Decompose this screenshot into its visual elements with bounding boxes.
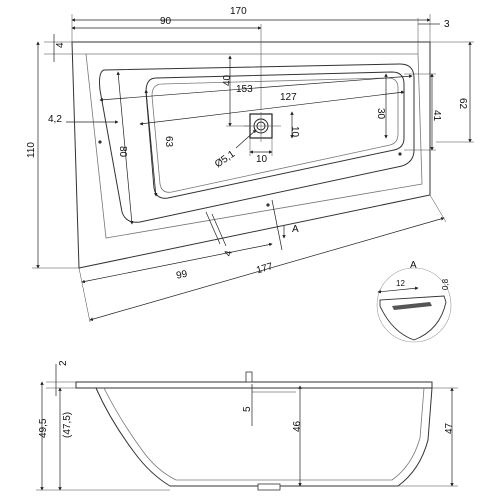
- dim-4-2: 4,2: [48, 114, 62, 125]
- dim-2: 2: [58, 360, 69, 366]
- dim-46: 46: [292, 420, 303, 432]
- dim-drain-diameter: Ø5,1: [213, 149, 237, 171]
- dim-47: 47: [444, 422, 455, 434]
- detail-A-label: A: [410, 260, 417, 271]
- dim-40: 40: [222, 74, 233, 86]
- dim-153: 153: [236, 84, 253, 95]
- dim-10-horizontal: 10: [256, 154, 268, 165]
- dim-63: 63: [163, 136, 174, 148]
- side-view: 2 49,5 (47,5) 5 46 47: [36, 360, 458, 491]
- section-mark-A: A: [292, 224, 299, 235]
- dim-62: 62: [457, 98, 468, 110]
- dim-49-5: 49,5: [38, 418, 49, 438]
- rim-inner-line: [85, 53, 423, 239]
- dim-110: 110: [26, 142, 37, 158]
- dim-41: 41: [431, 110, 442, 122]
- top-view: 170 90 3 4 110 4,2 153 127 40: [26, 6, 474, 323]
- detail-A-dim-0-8: 0,8: [441, 278, 450, 290]
- dim-10-vertical: 10: [289, 126, 300, 138]
- dim-99: 99: [175, 269, 188, 282]
- side-rim: [75, 381, 433, 389]
- dim-3: 3: [444, 19, 450, 30]
- side-body: [95, 387, 433, 487]
- dim-5: 5: [242, 406, 253, 412]
- dim-127: 127: [280, 92, 297, 103]
- dim-80: 80: [117, 146, 128, 158]
- detail-A-dim-12: 12: [396, 279, 405, 288]
- detail-A: A 12 0,8: [376, 260, 452, 343]
- dim-47-5: (47,5): [62, 412, 73, 438]
- dim-90: 90: [160, 16, 172, 27]
- dim-30: 30: [375, 108, 386, 120]
- dim-4-top: 4: [55, 42, 66, 48]
- dim-total-width: 170: [230, 6, 247, 17]
- dim-177: 177: [255, 261, 274, 276]
- basin-floor: [145, 71, 405, 199]
